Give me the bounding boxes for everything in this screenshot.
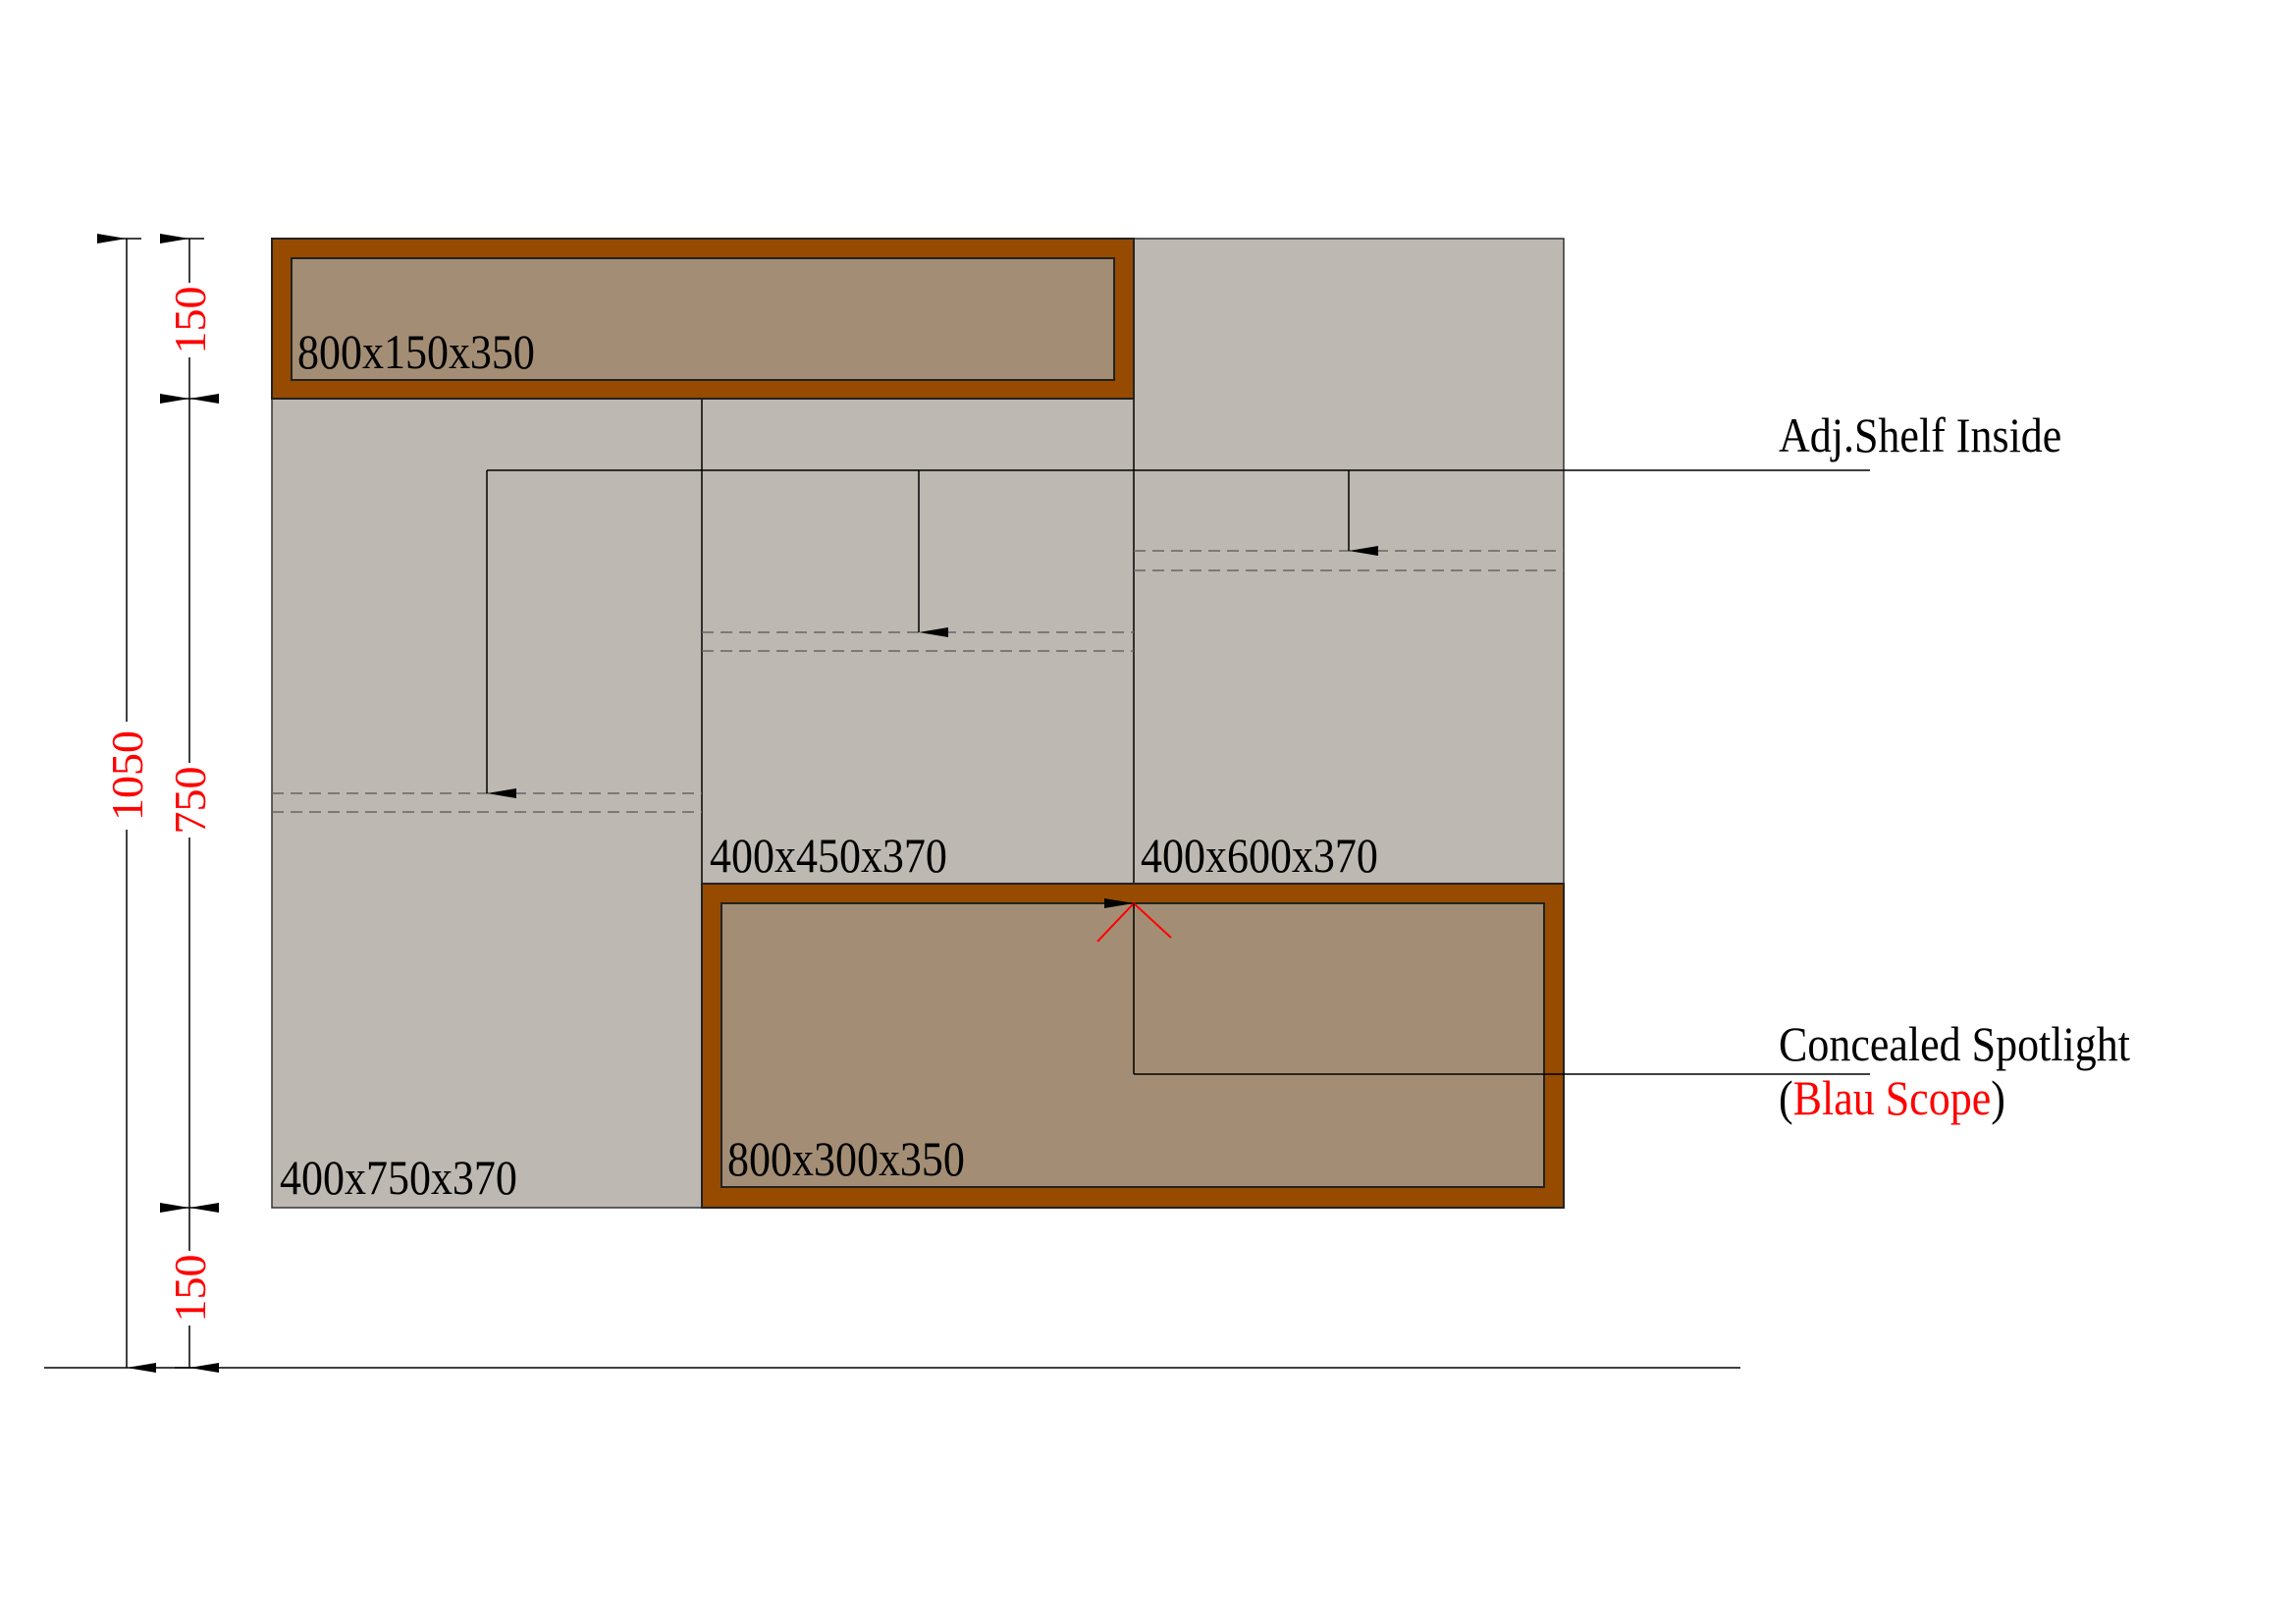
top-dimension: 150 [165, 287, 215, 354]
top-box-label: 800x150x350 [297, 325, 535, 379]
spotlight-annotation: Concealed Spotlight [1779, 1017, 2130, 1071]
bottom-box-label: 800x300x350 [727, 1132, 965, 1186]
middle-compartment-label: 400x450x370 [710, 829, 947, 883]
shelf-annotation: Adj.Shelf Inside [1779, 408, 2061, 462]
segment-dimensions: 150 750 150 [160, 234, 219, 1373]
overall-dimension: 1050 [97, 234, 156, 1373]
bottom-dimension: 150 [165, 1255, 215, 1323]
right-compartment-label: 400x600x370 [1141, 829, 1378, 883]
spotlight-brand-annotation: (Blau Scope) [1779, 1071, 2005, 1125]
left-compartment-label: 400x750x370 [280, 1151, 517, 1205]
bottom-box [701, 883, 1565, 1209]
shelf-leader [486, 469, 1870, 798]
spotlight-leader [1096, 898, 1870, 1075]
svg-text:1050: 1050 [102, 730, 152, 821]
top-box [271, 238, 1135, 400]
middle-dimension: 750 [165, 767, 215, 835]
